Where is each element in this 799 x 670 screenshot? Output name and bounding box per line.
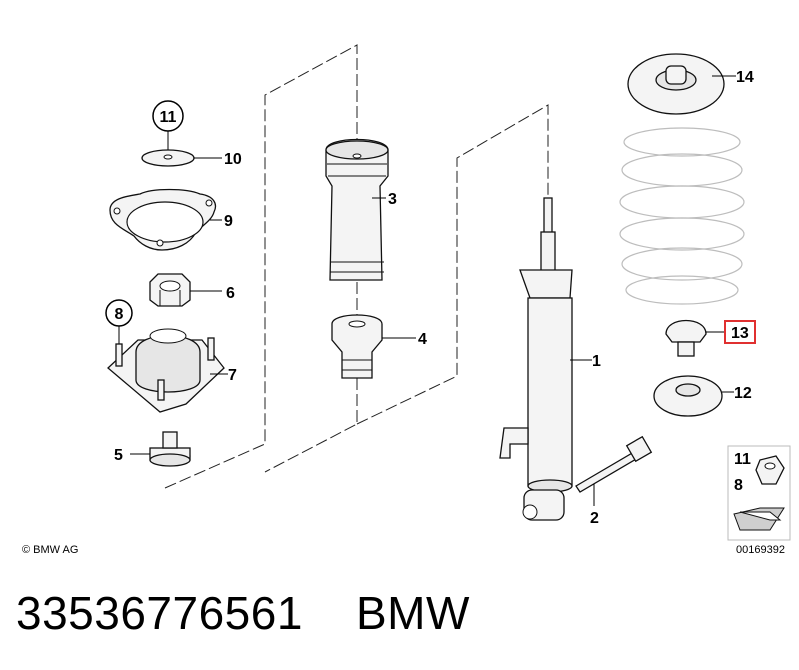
shock-absorber-part-1 <box>499 197 573 521</box>
spring-seat-part-14 <box>627 53 725 115</box>
gasket-part-9 <box>109 188 217 251</box>
coil-spring <box>619 127 745 305</box>
bushing-part-5 <box>149 431 191 467</box>
buffer-part-13 <box>665 320 707 357</box>
callout-7: 7 <box>228 367 237 384</box>
reference-number: 00169392 <box>736 544 785 556</box>
callout-12: 12 <box>734 385 752 402</box>
arrow-icon <box>739 511 782 521</box>
bump-stop-part-4 <box>331 314 383 379</box>
callout-6: 6 <box>226 285 235 302</box>
callout-1: 1 <box>592 353 601 370</box>
legend-8: 8 <box>734 477 743 494</box>
callout-3: 3 <box>388 191 397 208</box>
legend-11: 11 <box>734 451 751 468</box>
nut-icon <box>755 455 785 485</box>
callout-11-top: 11 <box>160 109 177 126</box>
callout-8-circle: 8 <box>105 299 133 327</box>
nut-part-6 <box>149 273 191 307</box>
legend-box: 11 8 <box>727 445 791 541</box>
callout-11-circle: 11 <box>152 100 184 132</box>
bolt-part-2 <box>575 435 653 493</box>
lower-seat-part-12 <box>653 375 723 417</box>
copyright-text: © BMW AG <box>22 544 78 556</box>
callout-14: 14 <box>736 69 754 86</box>
strut-mount-part-7 <box>107 328 225 413</box>
explosion-frame-left <box>164 44 358 489</box>
callout-13: 13 <box>731 325 749 342</box>
parts-diagram: 11 10 9 6 8 7 <box>22 44 791 556</box>
explosion-frame-right <box>356 104 549 425</box>
callout-9: 9 <box>224 213 233 230</box>
brand-name: BMW <box>356 587 470 639</box>
callout-13-highlight <box>724 320 756 344</box>
part-number: 33536776561 <box>16 587 303 639</box>
callout-4: 4 <box>418 331 427 348</box>
callout-8: 8 <box>115 306 124 323</box>
dust-boot-part-3 <box>325 138 389 281</box>
callout-10: 10 <box>224 151 242 168</box>
callout-5: 5 <box>114 447 123 464</box>
callout-2: 2 <box>590 510 599 527</box>
washer-part-10 <box>141 149 195 167</box>
